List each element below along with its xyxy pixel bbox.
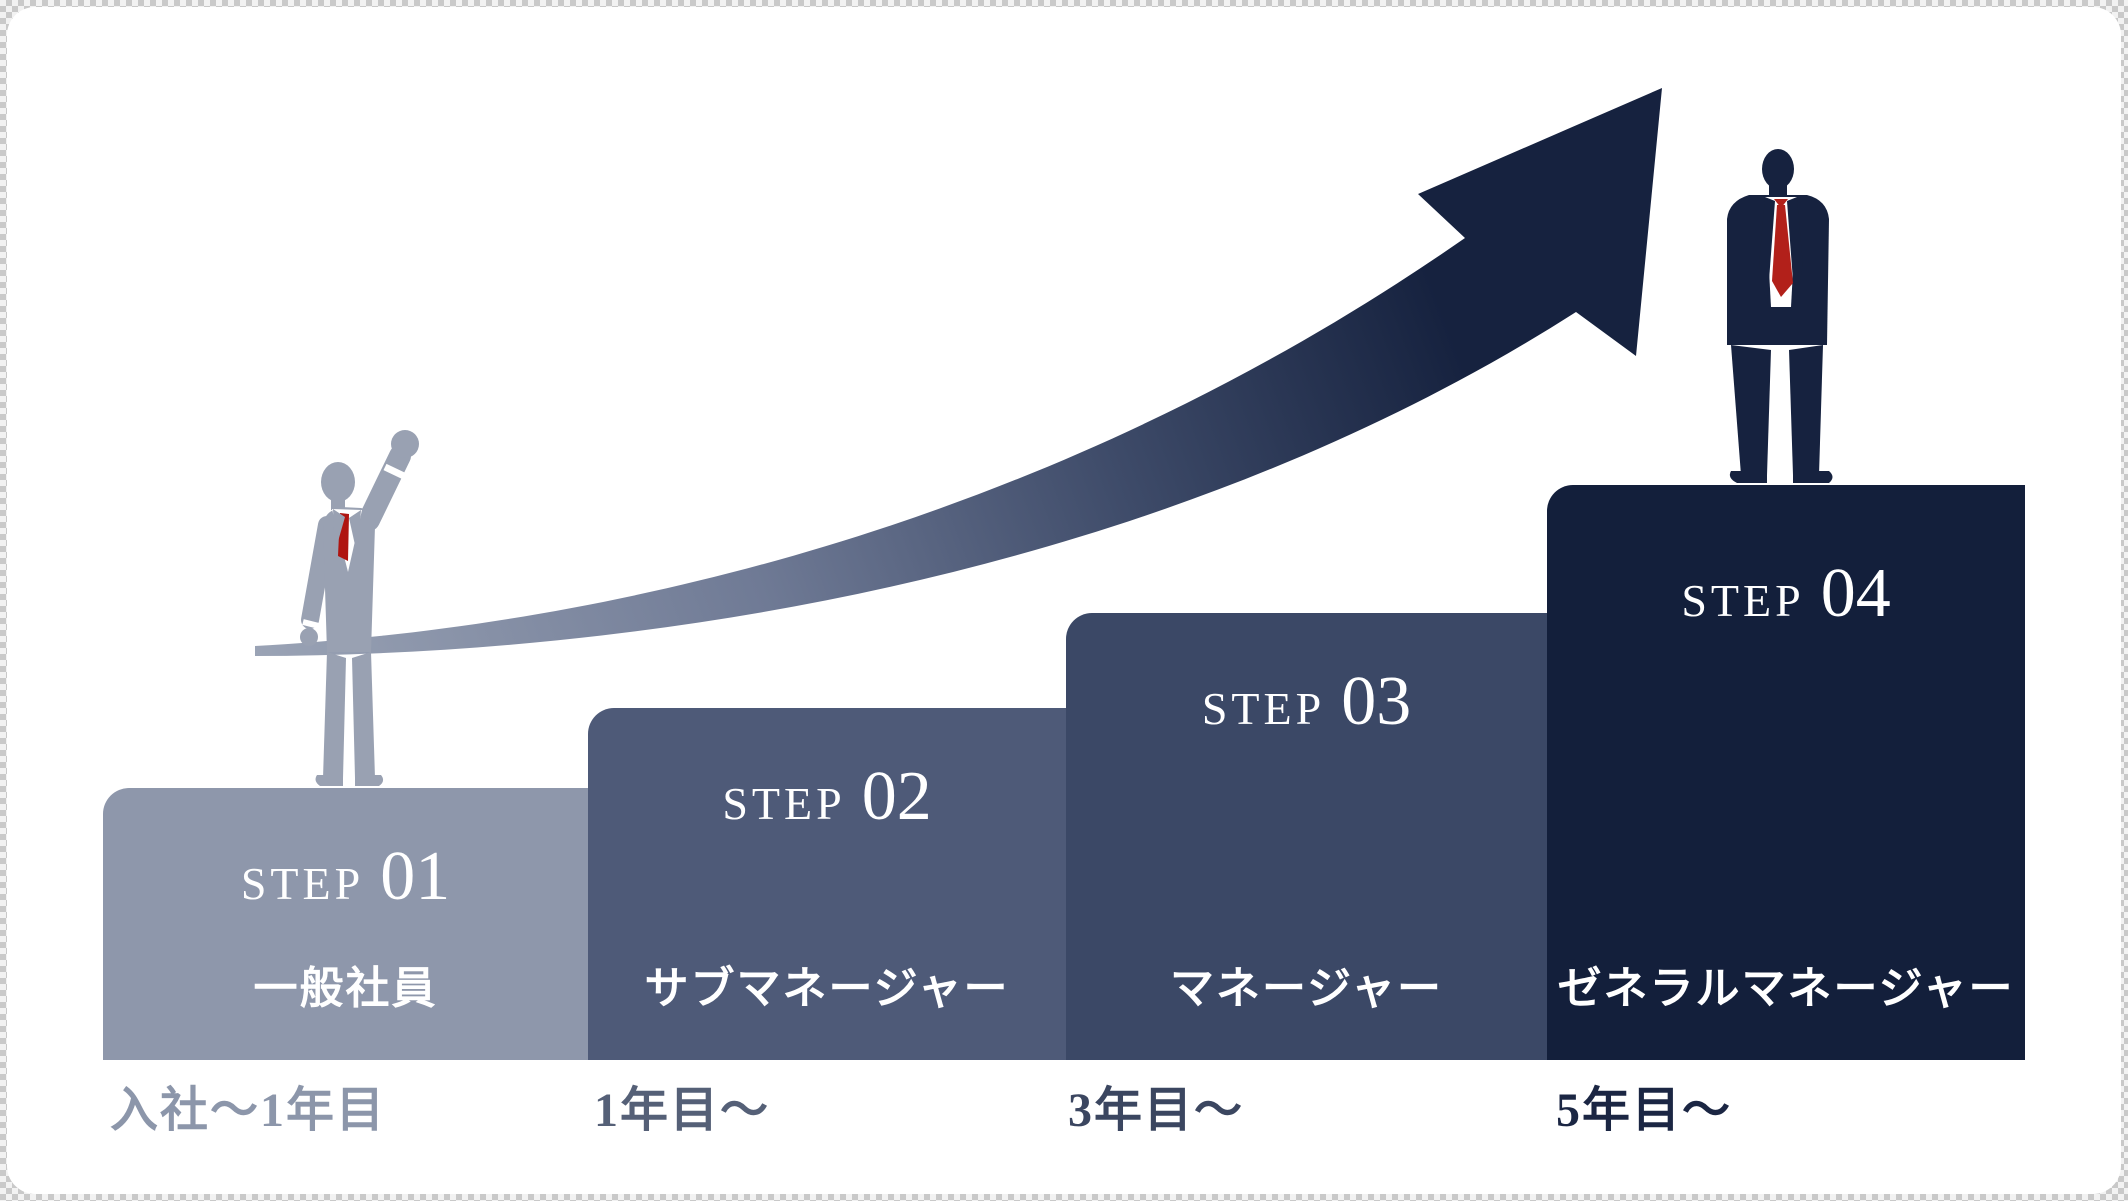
step-number: 01: [380, 838, 451, 915]
step-number: 04: [1820, 555, 1891, 632]
step-3-role-label: マネージャー: [1170, 964, 1443, 1013]
step-number: 02: [861, 758, 932, 835]
step-word: STEP: [240, 858, 365, 909]
businessman-standing-icon: [1727, 149, 1833, 483]
period-label-4: 5年目〜: [1556, 1084, 1733, 1137]
period-label-2: 1年目〜: [594, 1084, 771, 1137]
step-number: 03: [1341, 663, 1412, 740]
step-word: STEP: [1681, 575, 1805, 626]
period-label-3: 3年目〜: [1068, 1084, 1245, 1137]
period-label-1: 入社〜1年目: [110, 1084, 387, 1137]
step-2-role-label: サブマネージャー: [644, 964, 1010, 1013]
step-1-role-label: 一般社員: [253, 964, 438, 1013]
businessman-raising-fist-icon: [300, 430, 419, 786]
step-4-role-label: ゼネラルマネージャー: [1557, 964, 2015, 1013]
step-word: STEP: [1201, 683, 1326, 734]
step-word: STEP: [722, 778, 846, 829]
